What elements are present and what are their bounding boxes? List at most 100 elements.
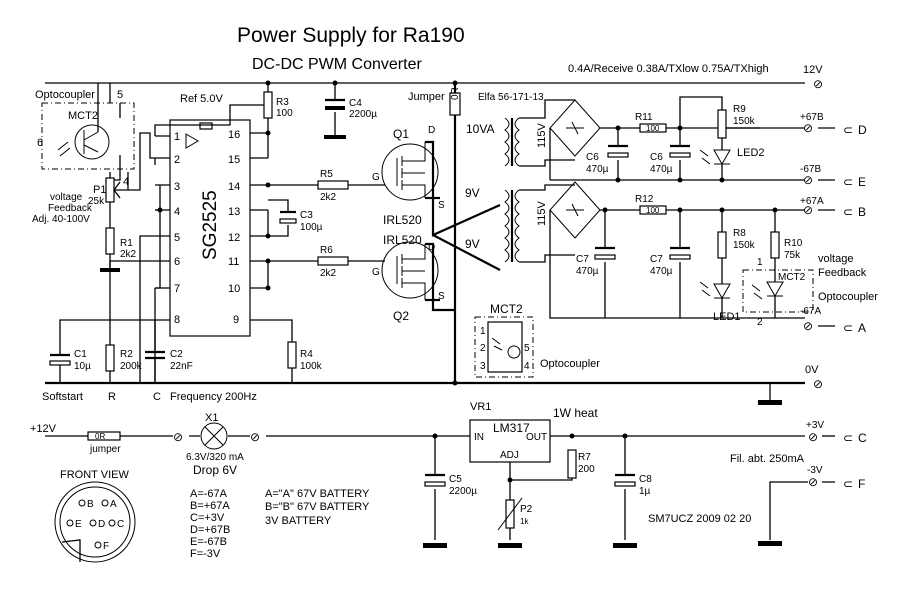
r1-ref: R1 xyxy=(120,238,133,249)
lamp-drop: Drop 6V xyxy=(193,463,237,477)
front-pin-f: F xyxy=(103,541,109,552)
opto-pkg-pin2: 2 xyxy=(480,343,486,354)
transformer-part: Elfa 56-171-13 xyxy=(478,92,544,103)
rail-plus67b: +67B xyxy=(800,112,824,123)
p1-note-1: voltage xyxy=(50,192,83,203)
q1-drain: D xyxy=(428,125,435,136)
r11-ref: R11 xyxy=(635,112,653,123)
c6b-ref: C6 xyxy=(650,152,663,163)
ic-pin-5: 5 xyxy=(174,232,180,244)
rail-plus67a: +67A xyxy=(800,196,824,207)
opto-right-pin2: 2 xyxy=(757,317,763,328)
rail-0v-label: 0V xyxy=(805,364,819,376)
filament-note: Fil. abt. 250mA xyxy=(730,453,805,465)
legend-e: E=-67B xyxy=(190,536,227,548)
vr1-adj: ADJ xyxy=(500,450,519,461)
vr1-ref: VR1 xyxy=(470,401,491,413)
c7a-ref: C7 xyxy=(576,254,589,265)
terminal-plus67a: ⊘ xyxy=(803,203,813,217)
ic-pin-15: 15 xyxy=(228,154,240,166)
q2-source: S xyxy=(438,291,445,302)
c2-value: 22nF xyxy=(170,361,193,372)
c4-ref: C4 xyxy=(349,98,362,109)
connector-f: ⊂ xyxy=(843,477,853,491)
r2-ref: R2 xyxy=(120,349,133,360)
vr1-out: OUT xyxy=(526,432,547,443)
r9-ref: R9 xyxy=(733,104,746,115)
mosfet-q1 xyxy=(381,143,439,201)
c1-value: 10µ xyxy=(74,361,91,372)
r7-value: 200 xyxy=(578,464,595,475)
r10-value: 75k xyxy=(784,250,801,261)
r4-value: 100k xyxy=(300,361,323,372)
vr1-in: IN xyxy=(474,432,484,443)
terminal-minus67b: ⊘ xyxy=(803,173,813,187)
battery-3v: 3V BATTERY xyxy=(265,515,332,527)
lamp-ref: X1 xyxy=(205,412,218,424)
secondary-115v-1: 115V xyxy=(536,122,548,148)
terminal-minus3: ⊘ xyxy=(808,475,818,489)
q2-ref: Q2 xyxy=(393,309,409,323)
c8-ref: C8 xyxy=(639,474,652,485)
ic-pin-11: 11 xyxy=(228,256,239,268)
rail-12v-label: 12V xyxy=(803,64,823,76)
opto-pkg-pin3: 3 xyxy=(480,361,486,372)
ic-pin-8: 8 xyxy=(174,314,180,326)
opto-right-label3: Optocoupler xyxy=(818,291,878,303)
diagram-subtitle: DC-DC PWM Converter xyxy=(252,56,422,73)
c7a-value: 470µ xyxy=(576,266,599,277)
terminal-minus67a: ⊘ xyxy=(803,319,813,333)
author-date: SM7UCZ 2009 02 20 xyxy=(648,513,751,525)
opto-right-label2: Feedback xyxy=(818,267,867,279)
r7-ref: R7 xyxy=(578,452,591,463)
rail-plus12-label: +12V xyxy=(30,423,57,435)
p2-ref: P2 xyxy=(520,504,533,515)
r9-value: 150k xyxy=(733,116,756,127)
c1-ref: C1 xyxy=(74,349,87,360)
ic-pin-3: 3 xyxy=(174,181,180,193)
connector-d-label: D xyxy=(858,123,867,137)
opto-right-label1: voltage xyxy=(818,253,853,265)
label-softstart: Softstart xyxy=(42,391,83,403)
front-pin-e: E xyxy=(75,519,82,530)
primary-9v-1: 9V xyxy=(465,186,480,200)
c7b-ref: C7 xyxy=(650,254,663,265)
r3-ref: R3 xyxy=(276,97,289,108)
jumper-label: Jumper xyxy=(408,91,445,103)
terminal-plus3: ⊘ xyxy=(808,430,818,444)
r3-value: 100 xyxy=(276,108,293,119)
terminal-0v: ⊘ xyxy=(813,377,823,391)
front-pin-a: A xyxy=(110,499,117,510)
mosfet-q2 xyxy=(381,241,439,299)
ic-pin-16: 16 xyxy=(228,129,240,141)
c3-value: 100µ xyxy=(300,222,323,233)
regulator-lm317 xyxy=(469,419,551,463)
opto-left-pin4: 4 xyxy=(123,176,129,188)
legend-f: F=-3V xyxy=(190,548,221,560)
c7b-value: 470µ xyxy=(650,266,673,277)
q2-type: IRL520 xyxy=(383,233,422,247)
c5-ref: C5 xyxy=(449,474,462,485)
current-spec: 0.4A/Receive 0.38A/TXlow 0.75A/TXhigh xyxy=(568,63,769,75)
front-pin-d: D xyxy=(98,519,105,530)
c3-ref: C3 xyxy=(300,210,313,221)
jumper-0r: 0R xyxy=(450,87,461,100)
legend-c: C=+3V xyxy=(190,512,225,524)
connector-b: ⊂ xyxy=(843,205,853,219)
r4-ref: R4 xyxy=(300,349,313,360)
opto-left-name: MCT2 xyxy=(68,110,98,122)
terminal-12v: ⊘ xyxy=(813,77,823,91)
connector-b-label: B xyxy=(858,205,866,219)
lamp-r0: 0R xyxy=(95,432,105,441)
terminal-plus67b: ⊘ xyxy=(803,121,813,135)
c6a-ref: C6 xyxy=(586,152,599,163)
ic-pin-13: 13 xyxy=(228,206,240,218)
opto-left-pin6: 6 xyxy=(37,137,43,149)
c2-ref: C2 xyxy=(170,349,183,360)
lamp-rating: 6.3V/320 mA xyxy=(186,452,244,463)
ic-pin-6: 6 xyxy=(174,256,180,268)
r2-value: 200k xyxy=(120,361,143,372)
connector-c-label: C xyxy=(858,431,867,445)
ic-pin-7: 7 xyxy=(174,283,180,295)
